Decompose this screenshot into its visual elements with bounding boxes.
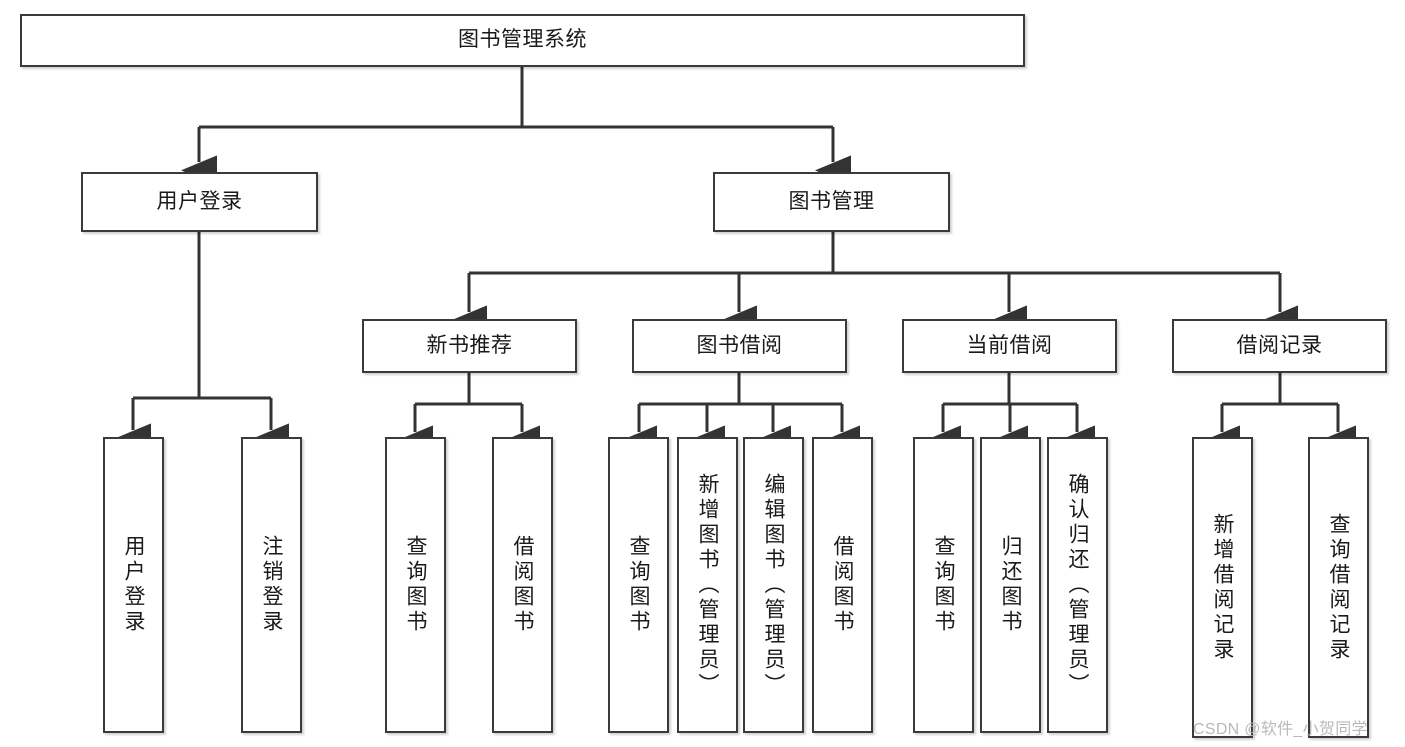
node-leaf-return-book[interactable]: 归还图书 — [980, 437, 1041, 733]
node-leaf-query-book-1[interactable]: 查询图书 — [385, 437, 446, 733]
node-leaf-edit-book[interactable]: 编辑图书（管理员） — [743, 437, 804, 733]
node-leaf-user-login[interactable]: 用户登录 — [103, 437, 164, 733]
node-leaf-add-book[interactable]: 新增图书（管理员） — [677, 437, 738, 733]
node-new-book-recommend[interactable]: 新书推荐 — [362, 319, 577, 373]
node-leaf-query-record[interactable]: 查询借阅记录 — [1308, 437, 1369, 738]
node-book-borrow-label: 图书借阅 — [696, 333, 783, 357]
node-leaf-borrow-book-1[interactable]: 借阅图书 — [492, 437, 553, 733]
node-leaf-add-record-label: 新增借阅记录 — [1211, 512, 1234, 663]
node-leaf-return-book-label: 归还图书 — [999, 535, 1022, 635]
node-leaf-query-book-2[interactable]: 查询图书 — [608, 437, 669, 733]
node-book-manage[interactable]: 图书管理 — [713, 172, 950, 232]
watermark-text: CSDN @软件_小贺同学 — [1193, 721, 1368, 738]
node-leaf-borrow-book-1-label: 借阅图书 — [511, 535, 534, 635]
node-leaf-borrow-book-2-label: 借阅图书 — [831, 535, 854, 635]
node-leaf-query-book-1-label: 查询图书 — [404, 535, 427, 635]
node-new-book-recommend-label: 新书推荐 — [426, 333, 513, 357]
node-leaf-query-record-label: 查询借阅记录 — [1327, 512, 1350, 663]
node-borrow-record[interactable]: 借阅记录 — [1172, 319, 1387, 373]
node-leaf-query-book-2-label: 查询图书 — [627, 535, 650, 635]
node-leaf-user-logout-label: 注销登录 — [260, 535, 283, 635]
node-root-label: 图书管理系统 — [458, 28, 587, 52]
node-leaf-user-login-label: 用户登录 — [122, 535, 145, 635]
node-user-login[interactable]: 用户登录 — [81, 172, 318, 232]
node-leaf-add-record[interactable]: 新增借阅记录 — [1192, 437, 1253, 738]
node-book-manage-label: 图书管理 — [788, 189, 875, 213]
node-leaf-query-book-3[interactable]: 查询图书 — [913, 437, 974, 733]
node-leaf-confirm-return[interactable]: 确认归还（管理员） — [1047, 437, 1108, 733]
node-user-login-label: 用户登录 — [156, 189, 243, 213]
node-leaf-add-book-label: 新增图书（管理员） — [696, 472, 719, 698]
node-current-borrow[interactable]: 当前借阅 — [902, 319, 1117, 373]
node-book-borrow[interactable]: 图书借阅 — [632, 319, 847, 373]
node-leaf-query-book-3-label: 查询图书 — [932, 535, 955, 635]
node-current-borrow-label: 当前借阅 — [966, 333, 1053, 357]
node-leaf-borrow-book-2[interactable]: 借阅图书 — [812, 437, 873, 733]
node-leaf-edit-book-label: 编辑图书（管理员） — [762, 472, 785, 698]
node-borrow-record-label: 借阅记录 — [1236, 333, 1323, 357]
node-root[interactable]: 图书管理系统 — [20, 14, 1025, 67]
node-leaf-user-logout[interactable]: 注销登录 — [241, 437, 302, 733]
node-leaf-confirm-return-label: 确认归还（管理员） — [1066, 472, 1089, 698]
